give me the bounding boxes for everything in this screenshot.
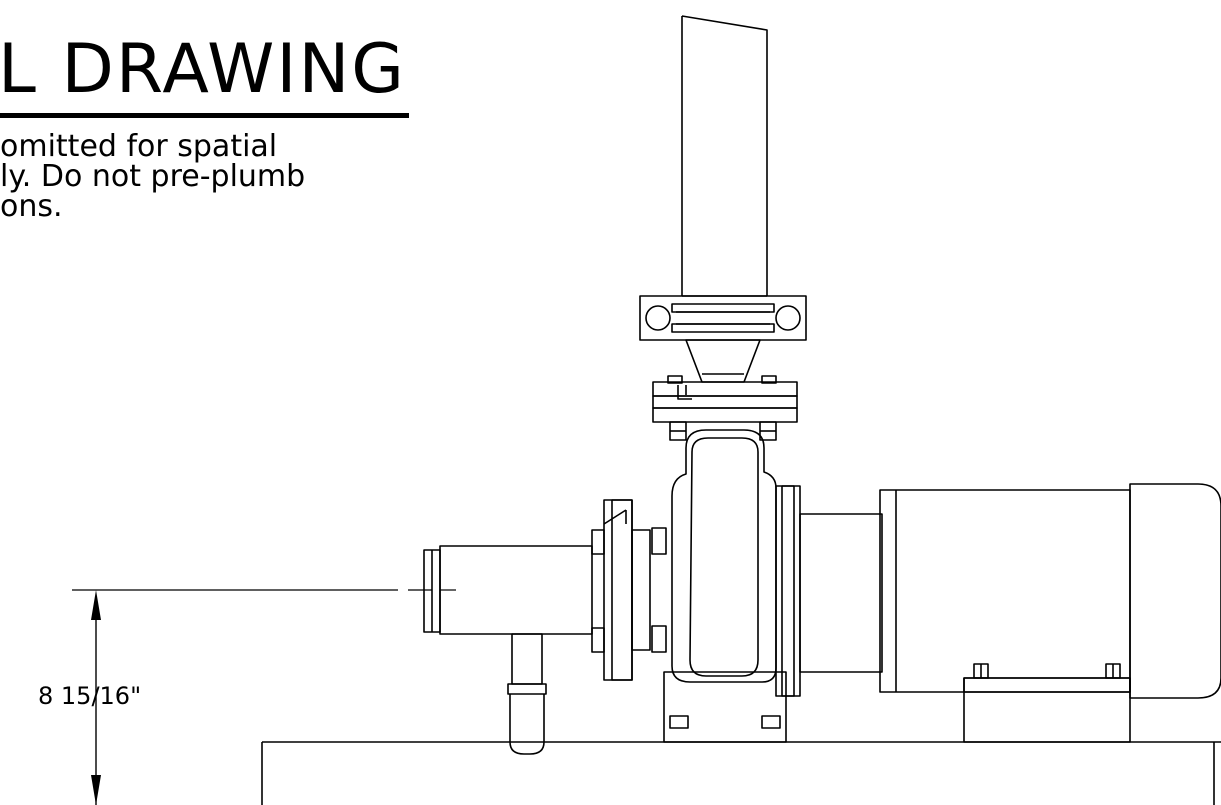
coupling-lug-right: [775, 305, 801, 331]
reducer: [685, 339, 761, 383]
pipe-coupling: [639, 295, 807, 341]
dimension-arrow-up: [91, 590, 101, 620]
dimension-label: 8 15/16": [38, 682, 142, 710]
note-line-2: ly. Do not pre-plumb: [0, 159, 306, 194]
note-line-1: omitted for spatial: [0, 129, 278, 164]
pump-volute: [671, 429, 777, 683]
discharge-pipe: [681, 15, 768, 297]
suction-flange: [591, 499, 667, 681]
note-line-3: ons.: [0, 189, 63, 224]
title-underline: [0, 113, 409, 118]
base-skid: [261, 741, 1221, 805]
adapter-frame: [775, 485, 883, 697]
dimension-arrow-down: [91, 775, 101, 805]
height-dimension: [72, 589, 456, 805]
drawing-title: L DRAWING: [0, 30, 407, 109]
discharge-flange: [652, 375, 798, 441]
coupling-lug-left: [645, 305, 671, 331]
motor-base: [963, 663, 1131, 743]
drawing-note: omitted for spatial ly. Do not pre-plumb…: [0, 132, 305, 222]
drain-leg: [507, 633, 547, 755]
pump-foot: [663, 671, 787, 743]
motor: [879, 483, 1221, 699]
